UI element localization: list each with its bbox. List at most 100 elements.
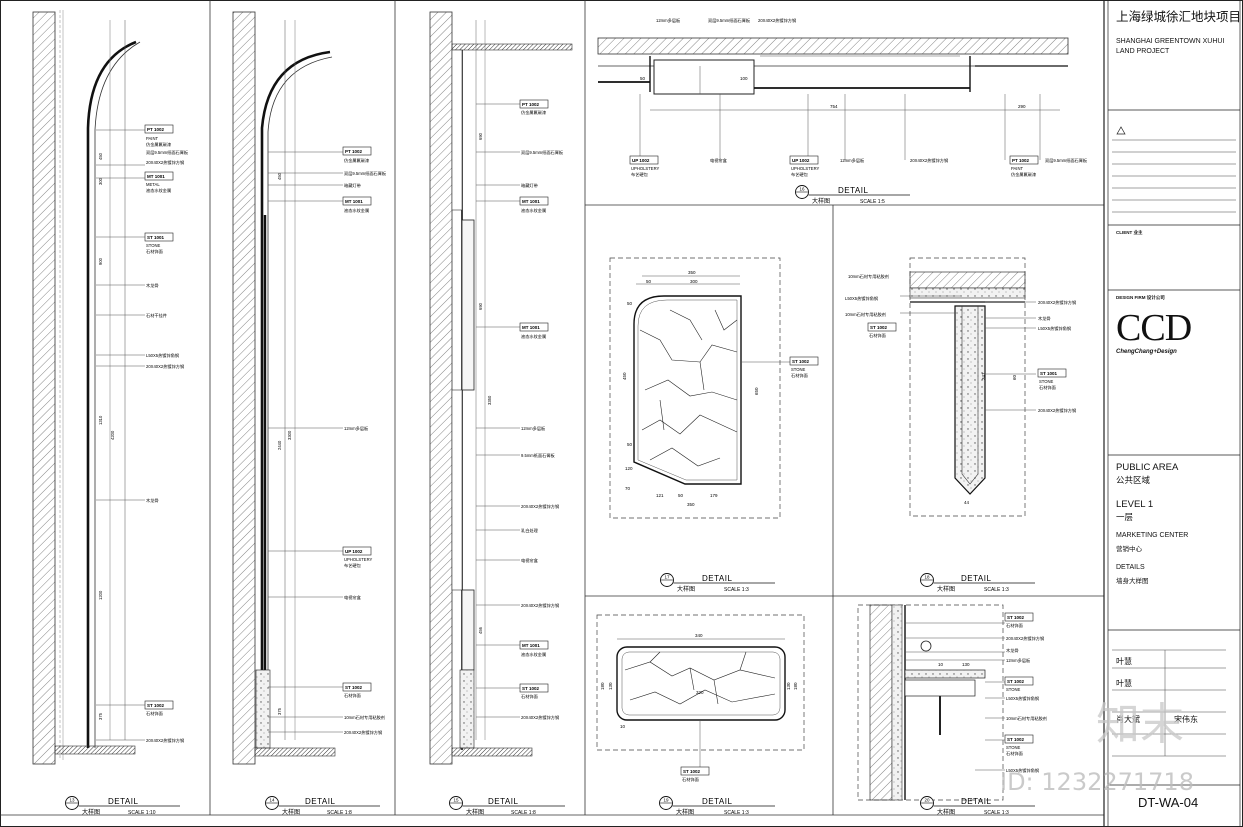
caption-15: 15 DETAIL 大样图 SCALE 1:8 [449,796,565,816]
tag-cn: 石材饰面 [521,693,538,700]
note: 木龙骨 [1038,315,1051,322]
dim-label: 300 [690,279,698,284]
dim-label: 100 [740,76,748,81]
tag-en: UPHOLSTERY [631,166,660,171]
dim-label: 121 [656,493,664,498]
dim-label: 320 [696,690,704,695]
note: 20X40X2热镀锌方钢 [521,503,559,510]
dim-label: 179 [710,493,718,498]
tag-st: ST 1001 [147,235,165,240]
tag-cn: 石材饰面 [344,692,361,699]
dim-label: 350 [688,270,696,275]
svg-text:1310: 1310 [98,415,103,425]
tag-pt: PT 1002 [345,149,363,154]
note: 双层9.5mm纸面石膏板 [708,17,751,24]
note: 20X40X2热镀锌方钢 [1006,635,1044,642]
level-cn: 一层 [1116,512,1134,522]
drafter-name: 叶慧 [1116,679,1132,688]
sign-table [1112,649,1226,757]
dim-label: 650 [754,387,759,395]
note: 20X40X2热镀锌方钢 [146,363,184,370]
tag-mt: MT 1001 [522,199,540,204]
level-en: LEVEL 1 [1116,499,1154,510]
svg-text:大样图: 大样图 [937,808,955,816]
tag-en: STONE [1006,687,1021,692]
tag-st: ST 1002 [147,703,165,708]
tag-cn: 液态水纹金属 [521,207,546,214]
dim-label: 450 [622,372,627,380]
tag-cn: 石材饰面 [869,332,886,339]
tag-en: STONE [1039,379,1054,384]
note: 12mm多层板 [656,17,681,24]
dim-label: 10 [938,662,944,667]
tag-cn: 布艺硬包 [791,171,809,178]
detail-13: PT 1002 PAINT 仿金属氟碳漆 双层9.5mm纸面石膏板 20X40X… [32,10,189,765]
area-cn: 公共区域 [1116,475,1151,485]
tag-st: ST 1002 [683,769,701,774]
dim-label: 130 [786,682,791,690]
note: 双层9.5mm纸面石膏板 [521,149,564,156]
svg-text:2440: 2440 [277,440,282,450]
center-en: MARKETING CENTER [1116,532,1189,539]
caption-17: 17 DETAIL 大样图 SCALE 1:3 [660,573,775,593]
dim-label: 350 [687,502,695,507]
approver-name: 宋伟东 [1174,715,1198,724]
note: 石材干挂件 [146,312,167,319]
svg-text:375: 375 [277,707,282,715]
caption-19: 19 DETAIL 大样图 SCALE 1:3 [659,796,775,816]
note: 20X40X2热镀锌方钢 [344,729,382,736]
tag-en: STONE [146,243,161,248]
dim-label: 50 [678,493,684,498]
svg-text:SCALE 1:5: SCALE 1:5 [860,199,885,205]
note: 木龙骨 [1006,647,1019,654]
svg-text:SCALE 1:3: SCALE 1:3 [724,810,749,816]
dim-label: 180 [600,682,605,690]
tag-cn: 石材饰面 [146,248,163,255]
tag-cn: 液态水纹金属 [521,333,546,340]
svg-text:大样图: 大样图 [676,808,694,816]
tag-cn: 布艺硬包 [344,562,362,569]
title-block-lines [1107,0,1241,827]
detail-17: 350 300 50 50 450 650 50 121 50 179 350 … [609,257,819,519]
note: 20X40X2热镀锌方钢 [758,17,796,24]
dim-label: 50 [627,301,633,306]
caption-16: 16 DETAIL 大样图 SCALE 1:5 [795,185,910,205]
tag-pt: PT 1002 [147,127,165,132]
dim-label: 130 [608,682,613,690]
tag-up: UP 1002 [345,549,363,554]
note: 双层9.5mm纸面石膏板 [1045,157,1088,164]
dim-label: 50 [640,76,646,81]
tag-cn: 液态水纹金属 [146,187,171,194]
dim-label: 50 [646,279,652,284]
tag-mt: MT 1001 [147,174,165,179]
note: 20X40X2热镀锌方钢 [521,602,559,609]
note: 双层9.5mm纸面石膏板 [344,170,387,177]
caption-18: 18 DETAIL 大样图 SCALE 1:3 [920,573,1035,593]
note: L50X5热镀锌角钢 [1038,325,1071,332]
dim-label: 50 [627,442,633,447]
client-label: CLIENT 业主 [1116,230,1143,235]
svg-text:456: 456 [478,626,483,634]
ccd-logo-sub: ChengChang+Design [1116,349,1177,355]
tag-st: ST 1002 [1007,737,1025,742]
svg-text:19: 19 [663,798,669,803]
tag-st: ST 1002 [522,686,540,691]
detail-15: PT 1002 仿金属氟碳漆 双层9.5mm纸面石膏板 暗藏灯带 MT 1001… [429,11,573,765]
dim-label: 120 [625,466,633,471]
svg-text:大样图: 大样图 [937,585,955,593]
tag-en: PAINT [146,136,158,141]
note: 木龙骨 [146,282,159,289]
svg-text:13: 13 [69,798,75,803]
svg-text:DETAIL: DETAIL [961,574,991,583]
tag-st: ST 1002 [1007,679,1025,684]
note: L50X5热镀锌角钢 [1006,695,1039,702]
svg-text:DETAIL: DETAIL [488,797,518,806]
tag-st: ST 1001 [1040,371,1058,376]
tag-en: UPHOLSTERY [344,557,373,562]
tag-cn: 布艺硬包 [631,171,649,178]
svg-text:3300: 3300 [287,430,292,440]
tag-cn: 石材饰面 [791,372,808,379]
note: 电视帘盒 [710,157,728,164]
svg-text:DETAIL: DETAIL [838,186,868,195]
note: 10mm石材专用粘胶剂 [344,714,385,721]
